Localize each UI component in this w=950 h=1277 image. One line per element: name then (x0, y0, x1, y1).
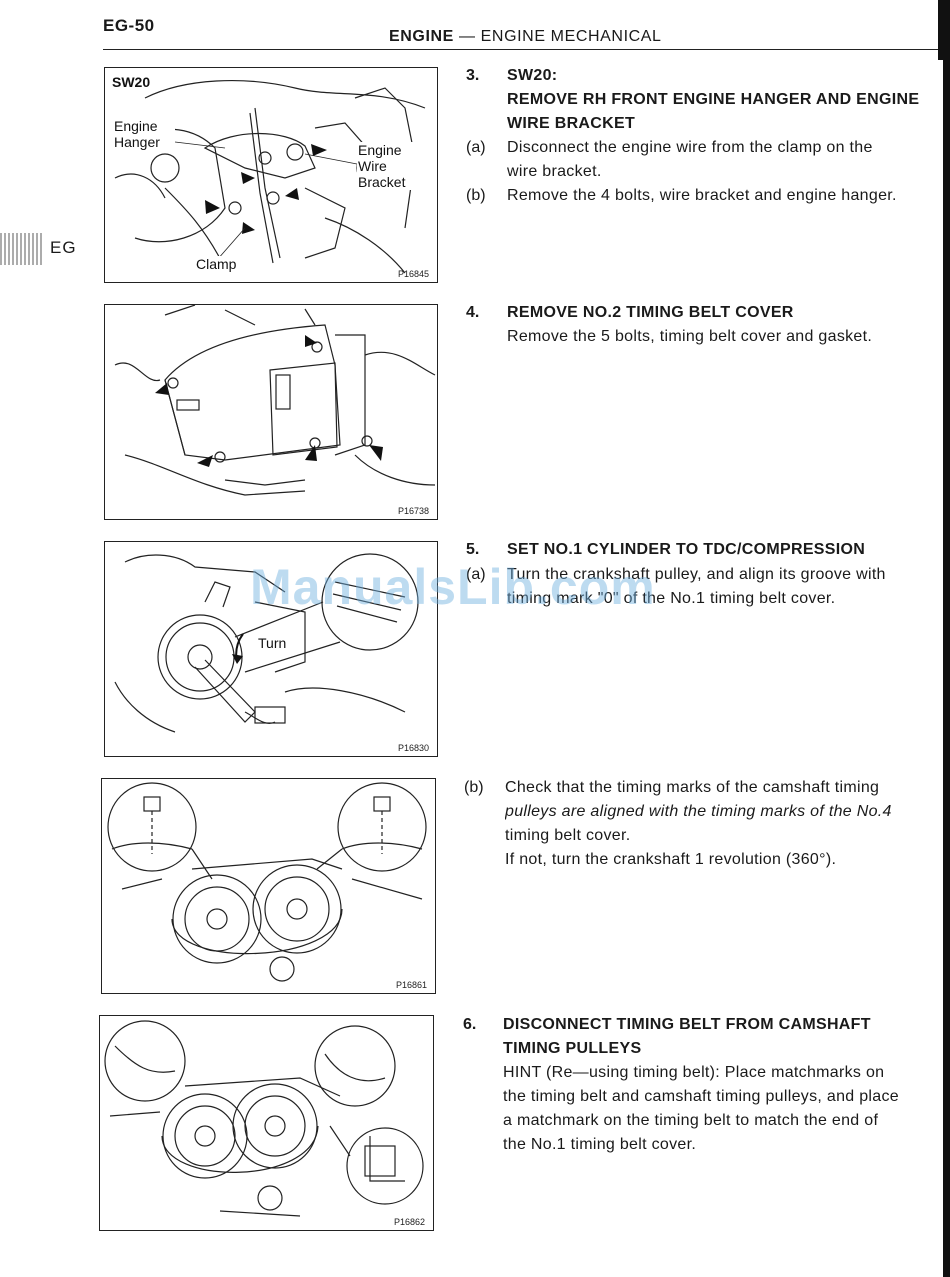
step-5b-label: (b) (464, 779, 484, 796)
step-4-title: REMOVE NO.2 TIMING BELT COVER (507, 304, 794, 321)
thumb-tab-label: EG (50, 238, 77, 257)
callout-engine-hanger: Engine Hanger (113, 118, 175, 150)
callout-turn: Turn (257, 635, 288, 651)
callout-clamp: Clamp (195, 256, 238, 272)
header-dash: — (453, 28, 481, 45)
header-rule (103, 49, 950, 50)
figure-timing-belt-cover: P16738 (104, 304, 438, 520)
figure-1-id: P16845 (397, 269, 429, 279)
step-5b-text-line-2: pulleys are aligned with the timing mark… (505, 803, 892, 820)
figure-4-illustration (107, 782, 427, 982)
step-3b-label: (b) (466, 187, 486, 204)
figure-2-illustration (114, 305, 436, 496)
step-6-title-line-2: TIMING PULLEYS (503, 1040, 642, 1057)
figure-3-illustration (114, 553, 419, 733)
subsection-name: ENGINE MECHANICAL (480, 28, 662, 45)
step-3-number: 3. (466, 67, 480, 84)
step-6-title-line-1: DISCONNECT TIMING BELT FROM CAMSHAFT (503, 1016, 871, 1033)
step-5b-text-line-4: If not, turn the crankshaft 1 revolution… (505, 851, 837, 868)
callout-engine-wire-bracket: Engine Wire Bracket (357, 142, 425, 190)
step-6-hint-line-1: HINT (Re—using timing belt): Place match… (503, 1064, 885, 1081)
section-thumb-tab: EG (0, 233, 90, 265)
figure-5-illustration (104, 1020, 424, 1217)
step-3-title-line-1: SW20: (507, 67, 558, 84)
page-header-title: ENGINE — ENGINE MECHANICAL (389, 28, 662, 46)
figure-5-id: P16862 (393, 1217, 425, 1227)
step-6-hint-line-2: the timing belt and camshaft timing pull… (503, 1088, 899, 1105)
page-edge-gap (938, 60, 943, 1277)
step-3-title-line-2: REMOVE RH FRONT ENGINE HANGER AND ENGINE (507, 91, 920, 108)
step-5-title: SET NO.1 CYLINDER TO TDC/COMPRESSION (507, 541, 866, 558)
figure-matchmarks: P16862 (99, 1015, 434, 1231)
figure-3-id: P16830 (397, 743, 429, 753)
step-6-number: 6. (463, 1016, 477, 1033)
figure-crankshaft-pulley: Turn P16830 (104, 541, 438, 757)
step-6-hint-line-4: the No.1 timing belt cover. (503, 1136, 697, 1153)
step-3a-text-line-1: Disconnect the engine wire from the clam… (507, 139, 873, 156)
step-4-text: Remove the 5 bolts, timing belt cover an… (507, 328, 873, 345)
step-5a-text-line-2: timing mark "0" of the No.1 timing belt … (507, 590, 836, 607)
section-name: ENGINE (389, 28, 454, 45)
step-5a-text-line-1: Turn the crankshaft pulley, and align it… (507, 566, 886, 583)
step-5-number: 5. (466, 541, 480, 558)
figure-2-id: P16738 (397, 506, 429, 516)
step-3-title-line-3: WIRE BRACKET (507, 115, 636, 132)
step-3a-text-line-2: wire bracket. (507, 163, 602, 180)
step-6-hint-line-3: a matchmark on the timing belt to match … (503, 1112, 879, 1129)
step-5b-text-line-1: Check that the timing marks of the camsh… (505, 779, 880, 796)
step-4-number: 4. (466, 304, 480, 321)
step-5a-label: (a) (466, 566, 486, 583)
figure-1-title: SW20 (111, 74, 152, 90)
figure-camshaft-timing-marks: P16861 (101, 778, 436, 994)
page-number: EG-50 (103, 16, 155, 35)
thumb-tab-stripes (0, 233, 44, 265)
step-3b-text: Remove the 4 bolts, wire bracket and eng… (507, 187, 897, 204)
figure-engine-hanger: SW20 Engine Hanger Engine Wire Bracket C… (104, 67, 438, 283)
step-3a-label: (a) (466, 139, 486, 156)
figure-4-id: P16861 (395, 980, 427, 990)
step-5b-text-line-3: timing belt cover. (505, 827, 631, 844)
watermark: ManualsLib.com (250, 559, 656, 615)
